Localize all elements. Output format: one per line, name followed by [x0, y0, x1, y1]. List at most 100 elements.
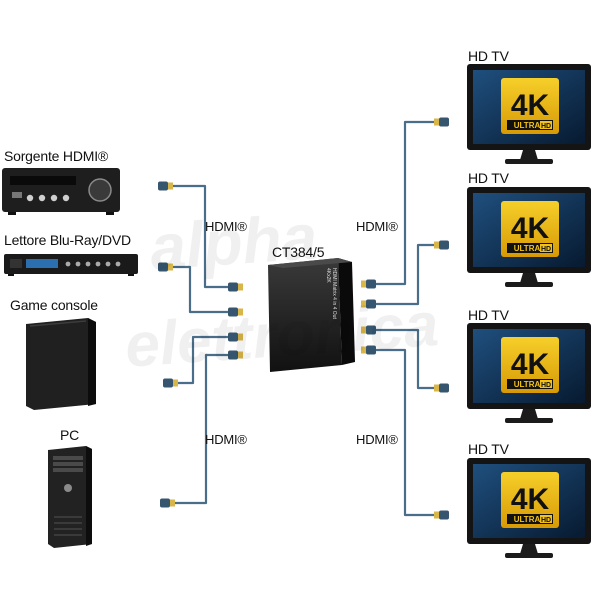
cable-in-0 [166, 184, 236, 289]
source-plug-1-body [158, 262, 168, 272]
bluray-button-2 [85, 261, 91, 267]
tv-2-badge-strip [507, 379, 553, 389]
receiver-display-slot [10, 176, 76, 185]
source-plug-2 [163, 378, 178, 388]
source-label-3: PC [60, 427, 80, 443]
source-plug-3-tip [170, 499, 175, 507]
tv-0-badge-strip [507, 120, 553, 130]
cable-out-2 [368, 328, 441, 390]
hub-in-plug-2-tip [238, 333, 243, 341]
tv-2-badge-sub-a: ULTRA [514, 380, 541, 389]
cable-in-3 [168, 353, 236, 505]
tv-3-neck [520, 544, 538, 554]
cable-in-1 [166, 265, 236, 314]
hub-model-label: CT384/5 [272, 244, 325, 260]
source-plug-3-body [160, 498, 170, 508]
tv-3-badge-strip [507, 514, 553, 524]
pc-vent-2 [54, 528, 82, 530]
hub-face-text-2: 4Kx2K [325, 268, 331, 283]
console-edge [29, 320, 87, 327]
bluray-foot-right [128, 274, 134, 276]
game-console-device [26, 318, 96, 410]
tv-3-badge-main: 4K [511, 483, 550, 516]
cable-label-right-top: HDMI® [356, 219, 398, 234]
tv-0-badge-main: 4K [511, 89, 550, 122]
pc-power-button [64, 484, 72, 492]
bluray-button-4 [105, 261, 111, 267]
bluray-player-device [4, 254, 138, 276]
hub-out-plug-1-tip [361, 300, 366, 308]
hub-top [268, 258, 352, 268]
console-side [88, 318, 96, 406]
receiver-device [2, 168, 120, 215]
receiver-led [12, 192, 22, 198]
tv-2-badge-sub-b: HD [541, 382, 551, 389]
display-plug-1-tip [434, 241, 439, 249]
bluray-button-1 [75, 261, 81, 267]
console-body [26, 318, 96, 410]
display-plug-2-tip [434, 384, 439, 392]
hub-out-plug-1-body [366, 299, 376, 309]
hub-face-text-1: HDMI Matrix 4 in 4 Out [331, 268, 337, 319]
hub-out-plug-2-body [366, 325, 376, 335]
source-plug-0-body [158, 181, 168, 191]
watermark-line1: alpha [147, 200, 320, 284]
tv-1-badge-hd-box [540, 244, 552, 252]
source-label-0: Sorgente HDMI® [4, 148, 108, 164]
cable-layer [166, 120, 441, 517]
tv-0-badge-sub-b: HD [541, 123, 551, 130]
hub-in-plug-1 [228, 307, 243, 317]
hub-in-plug-2 [228, 332, 243, 342]
pc-bay-1 [53, 462, 83, 466]
hub-in-plug-1-tip [238, 308, 243, 316]
pc-bay-2 [53, 468, 83, 472]
tv-3-stand [505, 553, 553, 558]
tv-2-neck [520, 409, 538, 419]
tv-2-badge-main: 4K [511, 348, 550, 381]
tv-0-badge-sub-a: ULTRA [514, 121, 541, 130]
tv-1-stand [505, 282, 553, 287]
receiver-button-3 [62, 194, 70, 202]
pc-tower-device [48, 446, 92, 548]
display-label-0: HD TV [468, 48, 509, 64]
tv-3-badge-sub-a: ULTRA [514, 515, 541, 524]
tv-0-neck [520, 150, 538, 160]
display-plug-2-body [439, 383, 449, 393]
bluray-tray [10, 259, 22, 268]
plug-layer [158, 117, 449, 520]
hub-side [338, 258, 355, 365]
hub-out-plug-2-tip [361, 326, 366, 334]
tv-0-stand [505, 159, 553, 164]
bluray-display [26, 259, 58, 268]
display-plug-1-body [439, 240, 449, 250]
hub-face [268, 258, 342, 372]
cable-label-left-top: HDMI® [205, 219, 247, 234]
display-plug-2 [434, 383, 449, 393]
bluray-button-0 [65, 261, 71, 267]
hub-out-plug-0 [361, 279, 376, 289]
tv-3-badge-hd-box [540, 515, 552, 523]
receiver-foot-right [106, 212, 114, 215]
source-plug-2-tip [173, 379, 178, 387]
hub-in-plug-2-body [228, 332, 238, 342]
display-label-1: HD TV [468, 170, 509, 186]
receiver-button-0 [26, 194, 34, 202]
tv-1-badge-strip [507, 243, 553, 253]
cable-label-right-bottom: HDMI® [356, 432, 398, 447]
tv-3-badge-sub-b: HD [541, 517, 551, 524]
display-label-3: HD TV [468, 441, 509, 457]
hub-in-plug-1-body [228, 307, 238, 317]
source-plug-3 [160, 498, 175, 508]
source-plug-0 [158, 181, 173, 191]
source-plug-1-tip [168, 263, 173, 271]
pc-vent-1 [54, 522, 82, 524]
tv-1-badge-sub-b: HD [541, 246, 551, 253]
pc-body [48, 446, 92, 548]
bluray-button-5 [115, 261, 121, 267]
hub-in-plug-0-tip [238, 283, 243, 291]
